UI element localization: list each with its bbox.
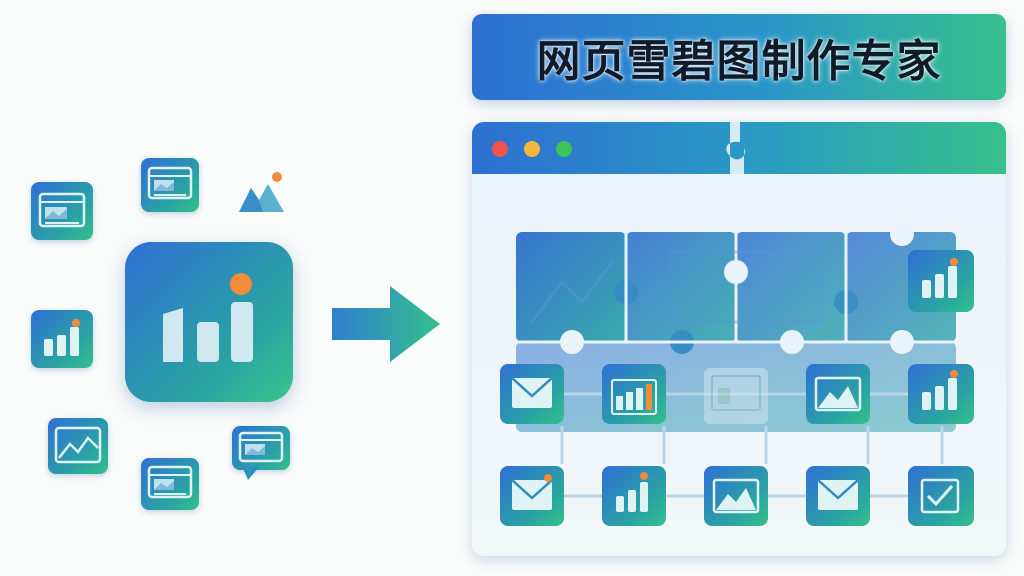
bar-chart-icon xyxy=(908,250,974,312)
title-banner: 网页雪碧图制作专家 xyxy=(472,14,1006,100)
mail-icon xyxy=(500,364,564,424)
image-icon xyxy=(704,466,768,526)
mountain-image-icon xyxy=(239,172,284,212)
browser-window-icon xyxy=(31,182,93,240)
bar-chart-icon xyxy=(602,364,666,424)
browser-window xyxy=(472,122,1006,556)
browser-window-icon xyxy=(141,458,199,510)
minimize-dot xyxy=(524,141,540,157)
mail-icon xyxy=(806,466,870,526)
bar-chart-icon xyxy=(908,364,974,424)
bar-chart-icon xyxy=(602,466,666,526)
image-icon xyxy=(48,418,108,474)
maximize-dot xyxy=(556,141,572,157)
mail-icon xyxy=(500,466,564,526)
main-bar-chart-tile xyxy=(125,242,293,402)
close-dot xyxy=(492,141,508,157)
chat-tail-icon xyxy=(242,466,260,480)
sprite-puzzle-canvas xyxy=(500,122,974,526)
arrow-right-icon xyxy=(332,286,440,362)
page-title: 网页雪碧图制作专家 xyxy=(536,36,942,87)
browser-window-icon xyxy=(141,158,199,212)
image-icon xyxy=(806,364,870,424)
chat-window-icon xyxy=(232,426,290,470)
browser-window-icon xyxy=(704,368,768,424)
bar-chart-icon xyxy=(31,310,93,368)
checkmark-icon xyxy=(908,466,974,526)
